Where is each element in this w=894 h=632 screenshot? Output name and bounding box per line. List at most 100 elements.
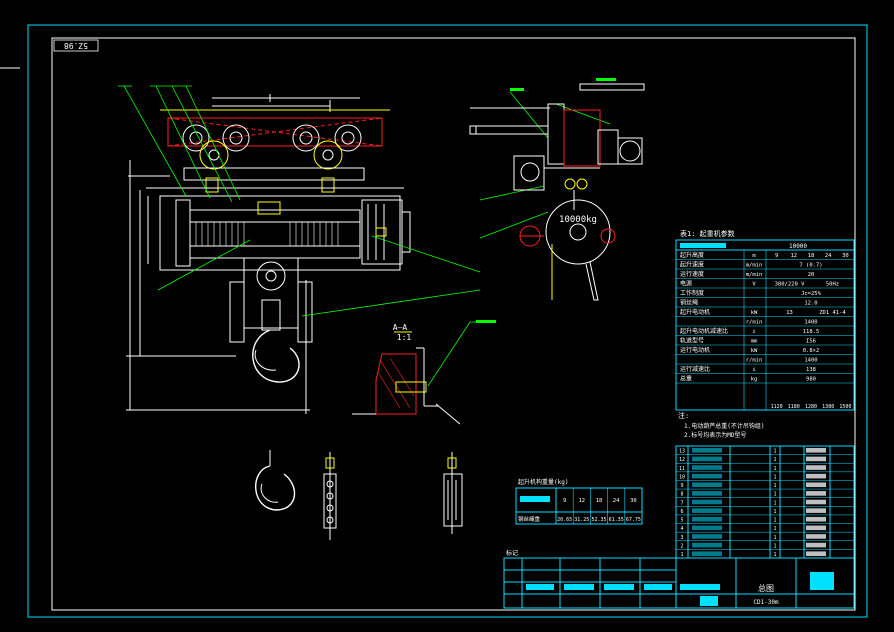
part-qty: 1 bbox=[773, 483, 776, 489]
detail-section-a-a: A–A 1:1 bbox=[352, 323, 461, 425]
spec-row-label: 轨道型号 bbox=[680, 337, 704, 345]
part-qty: 1 bbox=[773, 509, 776, 515]
svg-text:起升机构重量(kg): 起升机构重量(kg) bbox=[518, 478, 568, 486]
spec-row-value: 12 bbox=[790, 253, 797, 259]
weight-header: 30 bbox=[630, 498, 637, 504]
part-number: 7 bbox=[680, 500, 683, 506]
part-qty: 1 bbox=[773, 543, 776, 549]
svg-text:表1: 起重机参数: 表1: 起重机参数 bbox=[680, 229, 735, 238]
part-number: 10 bbox=[679, 474, 685, 480]
spec-row-value: 12.0 bbox=[804, 301, 817, 307]
spec-row-value: 7 (0.7) bbox=[799, 263, 822, 269]
spec-row-value: 380/220 V bbox=[775, 282, 805, 288]
spec-row-label: 工作制度 bbox=[680, 289, 704, 297]
spec-row-value: 50Hz bbox=[826, 282, 839, 288]
spec-row-value: 0.8×2 bbox=[803, 348, 820, 354]
spec-row-label: 起升电动机 bbox=[680, 308, 710, 316]
weight-value: 52.35 bbox=[591, 517, 606, 523]
spec-row-value: 1400 bbox=[804, 320, 817, 326]
spec-row-unit: m bbox=[752, 253, 756, 259]
spec-row-label: 总重 bbox=[680, 375, 692, 383]
weight-header: 12 bbox=[578, 498, 585, 504]
spec-row-unit: kg bbox=[751, 377, 758, 383]
spec-row-unit: kW bbox=[751, 310, 758, 316]
callout-leaders bbox=[118, 85, 611, 387]
svg-text:标记: 标记 bbox=[506, 549, 518, 557]
svg-text:A–A: A–A bbox=[393, 323, 408, 332]
svg-text:1:1: 1:1 bbox=[397, 333, 412, 342]
spec-row-value: 20 bbox=[808, 272, 815, 278]
spec-row-unit: r/min bbox=[746, 320, 763, 326]
notes: 注: 1.电动葫芦总重(不计吊钩组) 2.标号均表示为MD型号 bbox=[678, 411, 764, 439]
spec-row-value: 138 bbox=[806, 367, 816, 373]
spec-row-value: Jc=25% bbox=[801, 291, 822, 297]
part-number: 1 bbox=[680, 552, 683, 558]
part-qty: 1 bbox=[773, 552, 776, 558]
part-number: 4 bbox=[680, 526, 683, 532]
part-qty: 1 bbox=[773, 449, 776, 455]
drawing-code: CD1-30m bbox=[753, 599, 779, 606]
spec-row-unit: m/min bbox=[746, 272, 763, 278]
spec-row-value: 30 bbox=[842, 253, 849, 259]
spec-row-label: 运行电动机 bbox=[680, 346, 710, 354]
hoist-side-view bbox=[469, 83, 645, 301]
part-number: 8 bbox=[680, 492, 683, 498]
spec-row-unit: mm bbox=[751, 339, 758, 345]
load-rating-label: 10000kg bbox=[559, 215, 597, 225]
spec-row-value: 9 bbox=[775, 253, 778, 259]
weight-table-columns: 9 20.65 12 31.25 18 52.35 24 61.35 30 67.75 bbox=[555, 488, 641, 524]
spec-row-label: 起升高度 bbox=[680, 251, 704, 259]
svg-text:5Z.98: 5Z.98 bbox=[64, 41, 88, 50]
spec-row-value: 118.5 bbox=[803, 329, 820, 335]
weight-value: 67.75 bbox=[626, 517, 641, 523]
svg-text:10000: 10000 bbox=[789, 243, 807, 250]
spec-row-label: 电源 bbox=[680, 280, 692, 288]
spec-row-value: 980 bbox=[806, 377, 816, 383]
spec-row-label: 钢丝绳 bbox=[680, 299, 698, 307]
spec-row-unit: kW bbox=[751, 348, 758, 354]
weight-value: 31.25 bbox=[574, 517, 589, 523]
spec-weight-value: 1120 bbox=[771, 404, 783, 410]
spec-row-unit: i bbox=[752, 329, 755, 335]
weight-header: 24 bbox=[613, 498, 620, 504]
part-number: 5 bbox=[680, 518, 683, 524]
svg-text:注:: 注: bbox=[678, 411, 689, 420]
hook-detail-views bbox=[255, 450, 463, 540]
svg-text:钢丝绳重: 钢丝绳重 bbox=[518, 515, 541, 523]
spec-weight-value: 1280 bbox=[805, 404, 817, 410]
spec-row-label: 起升速度 bbox=[680, 261, 704, 269]
weight-header: 18 bbox=[596, 498, 603, 504]
part-qty: 1 bbox=[773, 500, 776, 506]
spec-row-value: 18 bbox=[808, 253, 815, 259]
part-qty: 1 bbox=[773, 457, 776, 463]
weight-value: 20.65 bbox=[557, 517, 572, 523]
weight-header: 9 bbox=[563, 498, 566, 504]
part-number: 6 bbox=[680, 509, 683, 515]
part-qty: 1 bbox=[773, 466, 776, 472]
spec-row-label: 起升电动机减速比 bbox=[680, 327, 728, 335]
part-number: 2 bbox=[680, 543, 683, 549]
spec-row-value: ZD1 41-4 bbox=[819, 310, 846, 316]
spec-row-label: 运行减速比 bbox=[680, 365, 710, 373]
part-qty: 1 bbox=[773, 492, 776, 498]
weight-value: 61.35 bbox=[609, 517, 624, 523]
part-qty: 1 bbox=[773, 535, 776, 541]
drawing-title: 总图 bbox=[758, 583, 774, 593]
drawing-number-stamp: 5Z.98 bbox=[53, 39, 99, 52]
spec-row-unit: r/min bbox=[746, 358, 763, 364]
hoist-front-view bbox=[126, 94, 411, 414]
part-qty: 1 bbox=[773, 518, 776, 524]
part-qty: 1 bbox=[773, 526, 776, 532]
spec-row-unit: m/min bbox=[746, 263, 763, 269]
part-qty: 1 bbox=[773, 474, 776, 480]
spec-row-value: 13 bbox=[786, 310, 793, 316]
part-number: 3 bbox=[680, 535, 683, 541]
spec-row-value: 1400 bbox=[804, 358, 817, 364]
spec-row-label: 运行速度 bbox=[680, 270, 704, 278]
label-flags bbox=[476, 78, 616, 323]
inner-frame bbox=[51, 37, 856, 611]
